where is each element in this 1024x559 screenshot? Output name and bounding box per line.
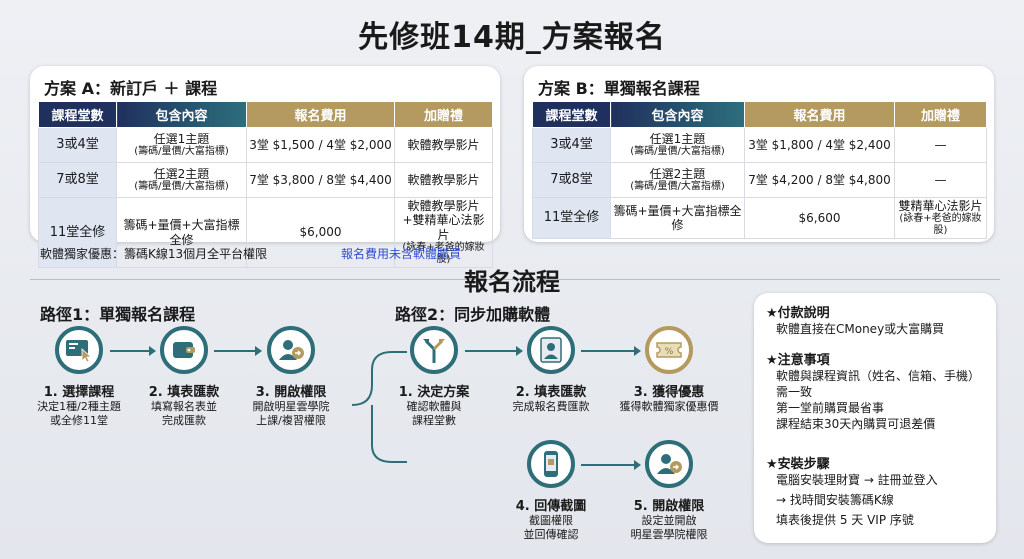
notice-heading: ★注意事項 bbox=[766, 353, 830, 368]
route1-step2-circle bbox=[160, 326, 208, 374]
info-card: ★付款說明 軟體直接在CMoney或大富購買 ★注意事項 軟體與課程資訊（姓名、… bbox=[754, 293, 996, 543]
table-row: 7或8堂 任選2主題(籌碼/量價/大富指標) 7堂 $4,200 / 8堂 $4… bbox=[532, 162, 987, 198]
route1-step2-title: 2. 填表匯款 bbox=[148, 385, 220, 400]
install-text-1: 電腦安裝理財寶 → 註冊並登入 bbox=[776, 473, 938, 487]
route2-step5-desc: 設定並開啟明星雲學院權限 bbox=[630, 514, 708, 542]
flow-title: 報名流程 bbox=[464, 268, 560, 296]
route2-step4-desc: 截圖權限並回傳確認 bbox=[523, 514, 579, 542]
route2-arrow-3 bbox=[581, 460, 641, 470]
header-content: 包含內容 bbox=[610, 101, 745, 128]
fee-note: 報名費用未含軟體購買 bbox=[341, 247, 462, 261]
route2-step2-title: 2. 填表匯款 bbox=[515, 385, 587, 400]
plan-b-table: 課程堂數 包含內容 報名費用 加贈禮 3或4堂 任選1主題(籌碼/量價/大富指標… bbox=[532, 101, 987, 240]
section-divider bbox=[30, 279, 1000, 280]
route1-step2-desc: 填寫報名表並完成匯款 bbox=[151, 400, 217, 428]
route2-step3-title: 3. 獲得優惠 bbox=[633, 385, 705, 400]
user-arrow-icon bbox=[279, 340, 304, 360]
route2-step5-circle bbox=[645, 440, 693, 488]
plan-a-title: 方案 A：新訂戶 ＋ 課程 bbox=[44, 79, 218, 98]
header-sessions: 課程堂數 bbox=[532, 101, 611, 128]
route1-step3-desc: 開啟明星雲學院上課/複習權限 bbox=[252, 400, 330, 428]
route2-step4-title: 4. 回傳截圖 bbox=[515, 499, 587, 514]
route1-title: 路徑1：單獨報名課程 bbox=[40, 305, 196, 324]
route1-step3-circle bbox=[267, 326, 315, 374]
table-row: 3或4堂 任選1主題(籌碼/量價/大富指標) 3堂 $1,500 / 4堂 $2… bbox=[38, 127, 493, 163]
route2-step2-desc: 完成報名費匯款 bbox=[512, 400, 590, 413]
route2-step2-circle bbox=[527, 326, 575, 374]
route2-step1-circle bbox=[410, 326, 458, 374]
route1-step3-title: 3. 開啟權限 bbox=[255, 385, 327, 400]
plan-a-card: 方案 A：新訂戶 ＋ 課程 課程堂數 包含內容 報名費用 加贈禮 3或4堂 任選… bbox=[30, 66, 500, 269]
route1-step1-circle bbox=[55, 326, 103, 374]
table-row: 11堂全修 籌碼+量價+大富指標全修 $6,600 雙精華心法影片(詠春+老爸的… bbox=[532, 196, 987, 240]
install-text-2: → 找時間安裝籌碼K線 bbox=[776, 493, 894, 507]
route1-step1-desc: 決定1種/2種主題或全修11堂 bbox=[37, 400, 121, 428]
phone-screenshot-icon bbox=[544, 451, 558, 477]
notice-text-1: 軟體與課程資訊（姓名、信箱、手機） bbox=[776, 369, 981, 383]
table-row: 11堂全修 籌碼+量價+大富指標全修 $6,000 軟體教學影片+雙精華心法影片… bbox=[38, 196, 493, 269]
header-gift: 加贈禮 bbox=[894, 101, 987, 128]
header-gift: 加贈禮 bbox=[394, 101, 493, 128]
header-content: 包含內容 bbox=[116, 101, 247, 128]
plan-b-title: 方案 B：單獨報名課程 bbox=[538, 79, 700, 98]
route1-arrow-1 bbox=[110, 346, 156, 356]
route2-step3-desc: 獲得軟體獨家優惠價 bbox=[619, 400, 719, 413]
route2-title: 路徑2：同步加購軟體 bbox=[395, 305, 551, 324]
install-heading: ★安裝步驟 bbox=[766, 457, 830, 472]
page-title: 先修班14期_方案報名 bbox=[358, 20, 666, 55]
route2-step1-title: 1. 決定方案 bbox=[398, 385, 470, 400]
split-arrow-icon bbox=[423, 339, 445, 363]
svg-text:%: % bbox=[665, 347, 674, 357]
header-fee: 報名費用 bbox=[744, 101, 895, 128]
notice-text-3: 第一堂前購買最省事 bbox=[776, 401, 885, 415]
table-row: 3或4堂 任選1主題(籌碼/量價/大富指標) 3堂 $1,800 / 4堂 $2… bbox=[532, 127, 987, 163]
plan-b-card: 方案 B：單獨報名課程 課程堂數 包含內容 報名費用 加贈禮 3或4堂 任選1主… bbox=[524, 66, 994, 242]
coupon-icon: % bbox=[656, 342, 682, 358]
route2-step1-desc: 確認軟體與課程堂數 bbox=[406, 400, 462, 428]
notice-text-2: 需一致 bbox=[776, 385, 813, 399]
route1-arrow-2 bbox=[214, 346, 262, 356]
install-text-3: 填表後提供 5 天 VIP 序號 bbox=[776, 513, 914, 527]
user-form-icon bbox=[540, 337, 562, 363]
user-arrow-icon bbox=[657, 454, 682, 474]
payment-text: 軟體直接在CMoney或大富購買 bbox=[776, 322, 945, 336]
notice-text-4: 課程結束30天內購買可退差價 bbox=[776, 417, 936, 431]
route1-step1-title: 1. 選擇課程 bbox=[43, 385, 115, 400]
wallet-icon bbox=[173, 342, 195, 358]
plan-a-table: 課程堂數 包含內容 報名費用 加贈禮 3或4堂 任選1主題(籌碼/量價/大富指標… bbox=[38, 101, 493, 269]
route-connector bbox=[352, 351, 407, 463]
route2-arrow-2 bbox=[581, 346, 641, 356]
software-offer-note: 軟體獨家優惠：籌碼K線13個月全平台權限 bbox=[40, 247, 268, 261]
route2-step4-circle bbox=[527, 440, 575, 488]
route2-arrow-1 bbox=[465, 346, 523, 356]
route2-step5-title: 5. 開啟權限 bbox=[633, 499, 705, 514]
header-fee: 報名費用 bbox=[246, 101, 395, 128]
route2-step3-circle: % bbox=[645, 326, 693, 374]
table-row: 7或8堂 任選2主題(籌碼/量價/大富指標) 7堂 $3,800 / 8堂 $4… bbox=[38, 162, 493, 198]
header-sessions: 課程堂數 bbox=[38, 101, 117, 128]
screen-click-icon bbox=[66, 340, 93, 363]
payment-heading: ★付款說明 bbox=[766, 306, 830, 321]
